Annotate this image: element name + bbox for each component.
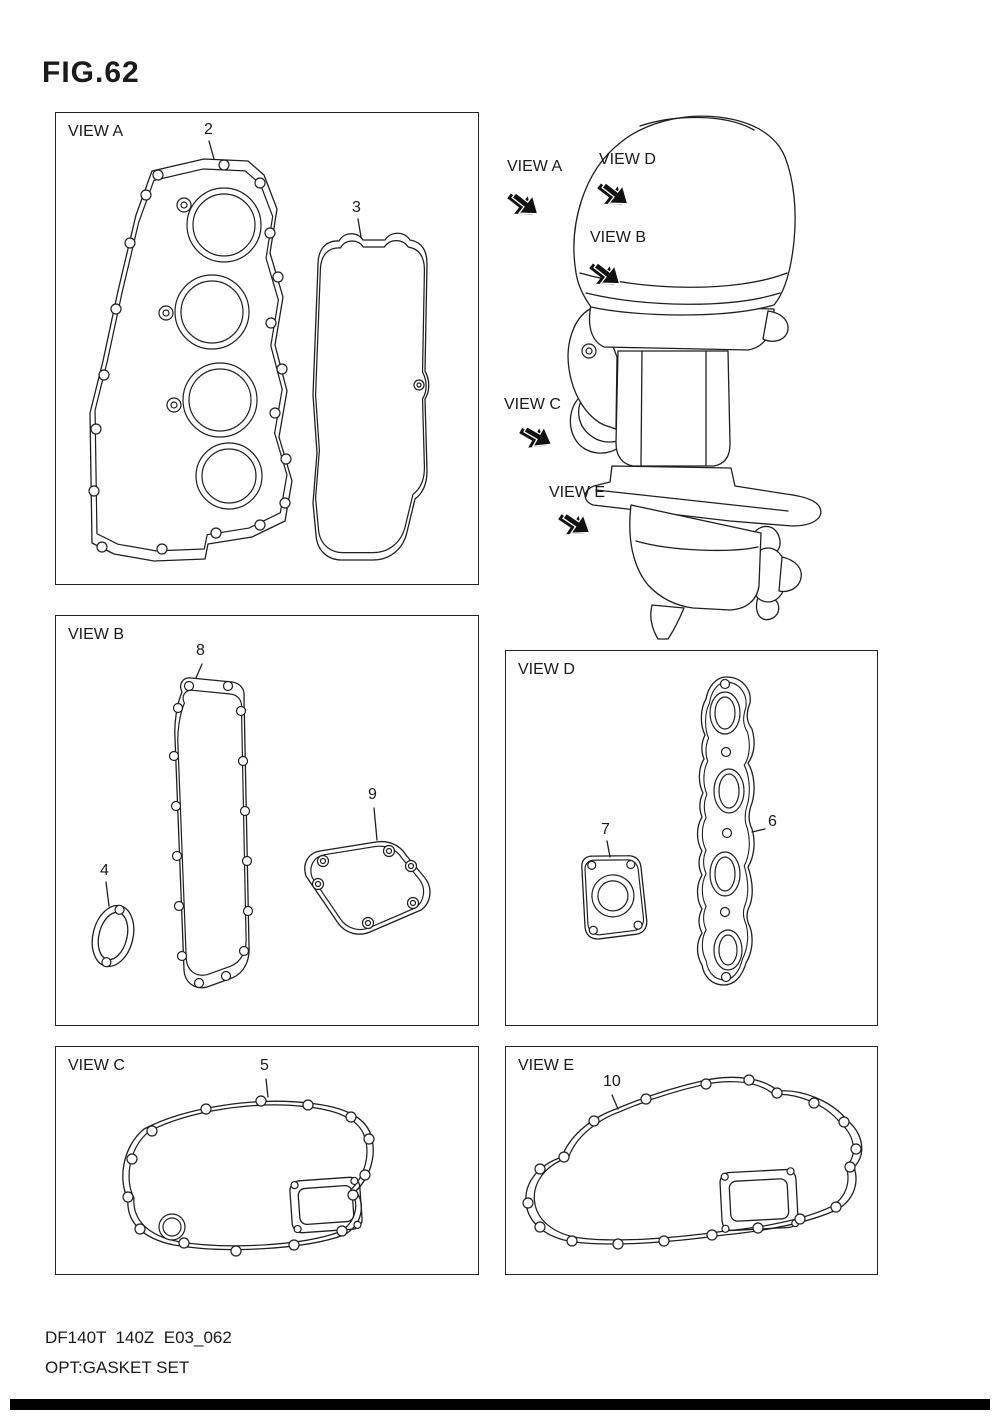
part-10-gasket <box>523 1075 863 1249</box>
view-d-drawing <box>579 676 876 986</box>
view-d-arrow-icon <box>597 181 629 205</box>
view-e-drawing <box>506 1047 863 1273</box>
part-2-gasket <box>89 158 293 562</box>
part-6-label: 6 <box>768 813 777 830</box>
motor-illustration: VIEW A VIEW D VIEW B VIEW C VIEW E <box>490 105 920 650</box>
outboard-motor-art <box>568 116 821 639</box>
callout-view-b: VIEW B <box>590 229 647 246</box>
figure-title: FIG.62 <box>42 56 140 89</box>
leader-line-10 <box>612 1095 618 1109</box>
part-7-gasket <box>579 851 649 941</box>
view-d-box: VIEW D 7 6 <box>505 650 878 1026</box>
outboard-motor-drawing <box>507 105 920 650</box>
part-8-gasket <box>170 677 253 989</box>
leader-line-9 <box>374 808 377 840</box>
leader-line-2 <box>209 141 214 159</box>
part-3-label: 3 <box>352 199 361 216</box>
view-e-label: VIEW E <box>518 1057 575 1074</box>
part-7-label: 7 <box>601 821 610 838</box>
callout-view-e: VIEW E <box>549 484 606 501</box>
leader-line-3 <box>358 219 361 237</box>
bottom-rule <box>10 1399 990 1410</box>
leader-line-8 <box>196 664 202 678</box>
view-b-arrow-icon <box>589 261 621 285</box>
view-b-box: VIEW B 8 9 4 <box>55 615 479 1026</box>
view-a-label: VIEW A <box>68 123 124 140</box>
leader-line-5 <box>266 1079 268 1097</box>
callout-view-d: VIEW D <box>599 151 656 168</box>
view-b-drawing <box>56 616 431 989</box>
part-8-label: 8 <box>196 642 205 659</box>
view-e-box: VIEW E 10 <box>505 1046 878 1275</box>
view-d-label: VIEW D <box>518 661 575 678</box>
part-5-label: 5 <box>260 1057 269 1074</box>
part-9-gasket <box>304 840 431 935</box>
callout-view-c: VIEW C <box>504 396 561 413</box>
part-10-label: 10 <box>603 1073 621 1090</box>
view-b-label: VIEW B <box>68 626 125 643</box>
view-a-drawing <box>56 113 430 562</box>
view-c-box: VIEW C 5 <box>55 1046 479 1275</box>
model-code: DF140T 140Z E03_062 <box>45 1328 232 1347</box>
part-3-gasket <box>312 232 430 561</box>
part-6-gasket <box>696 676 755 986</box>
part-4-label: 4 <box>100 862 109 879</box>
part-9-label: 9 <box>368 786 377 803</box>
callout-view-a: VIEW A <box>507 158 563 175</box>
view-c-label: VIEW C <box>68 1057 125 1074</box>
leader-line-4 <box>106 882 109 906</box>
view-c-arrow-icon <box>519 425 553 448</box>
view-a-arrow-icon <box>507 191 539 215</box>
leader-line-7 <box>607 841 610 857</box>
view-a-box: VIEW A 2 3 <box>55 112 479 585</box>
part-5-gasket <box>122 1096 374 1256</box>
option-label: OPT:GASKET SET <box>45 1358 190 1377</box>
view-e-arrow-icon <box>558 512 591 535</box>
part-2-label: 2 <box>204 121 213 138</box>
part-4-gasket <box>86 901 140 972</box>
view-c-drawing <box>122 1047 477 1273</box>
leader-line-6 <box>752 829 765 832</box>
